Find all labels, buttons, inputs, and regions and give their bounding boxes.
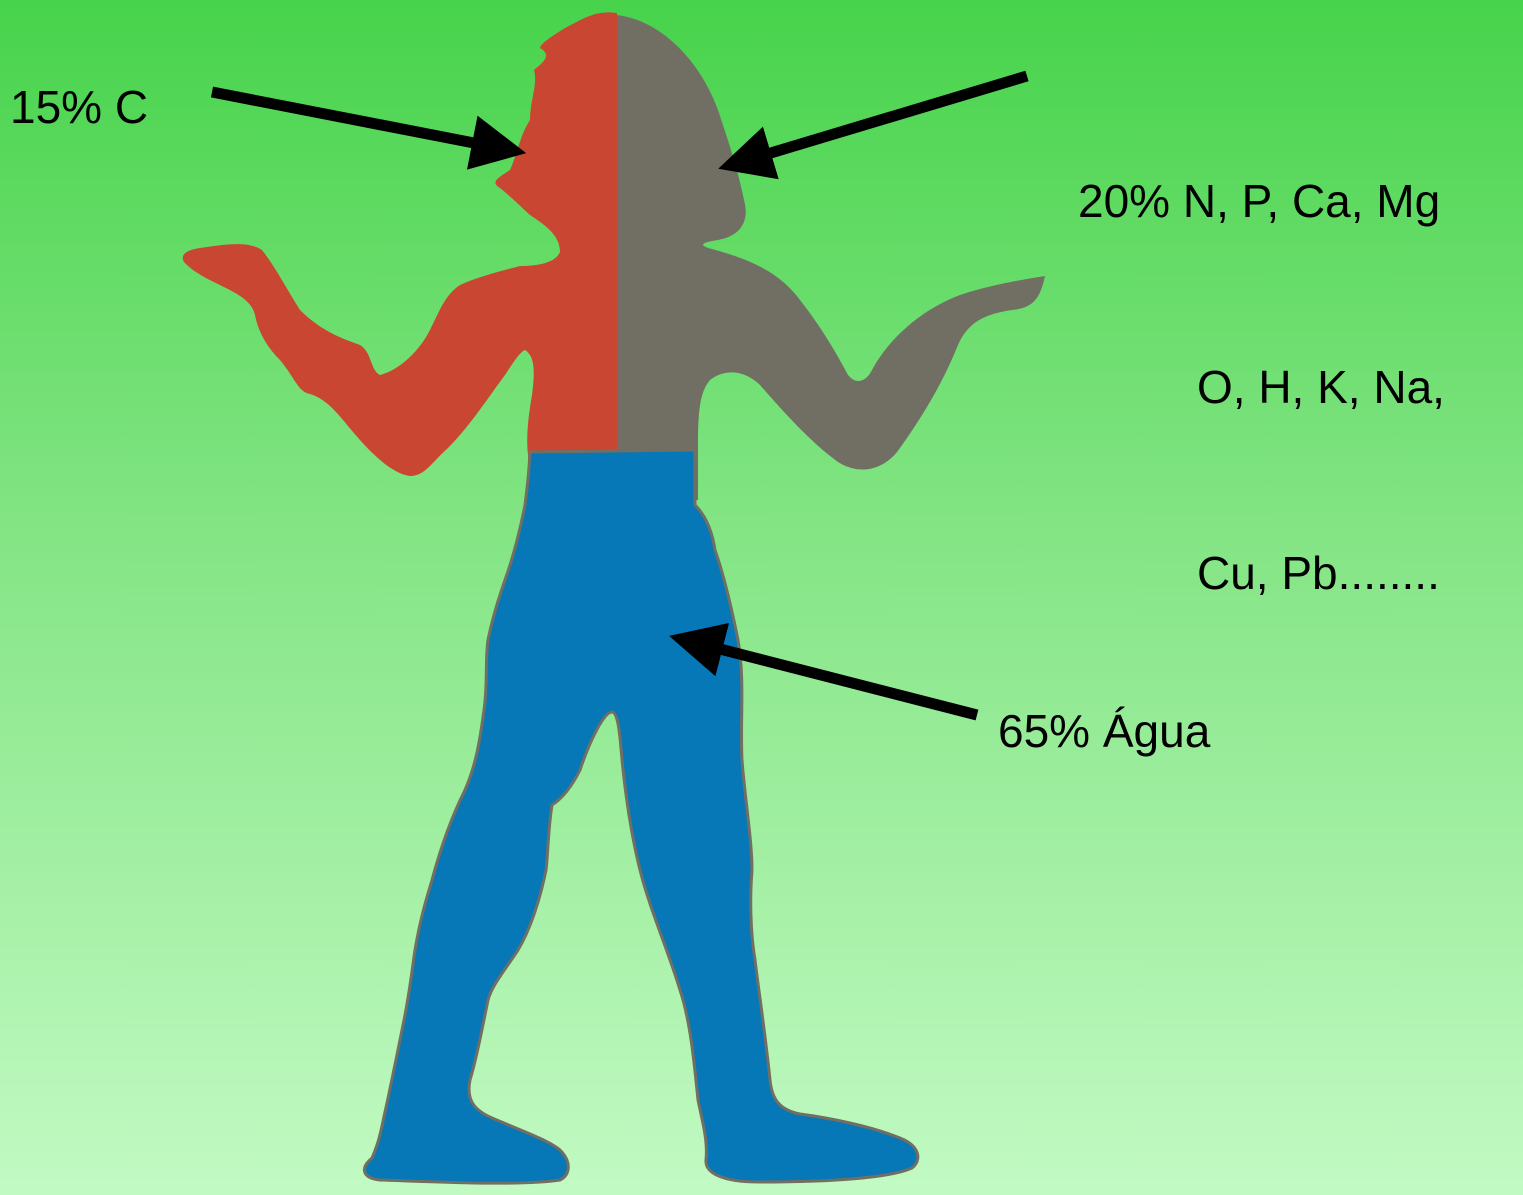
other-elements-line-1: 20% N, P, Ca, Mg: [1078, 170, 1445, 232]
carbon-arrow: [212, 92, 510, 150]
other-elements-line-3: Cu, Pb........: [1078, 542, 1445, 604]
water-region: [364, 450, 917, 1183]
water-label: 65% Água: [998, 700, 1210, 762]
carbon-label: 15% C: [10, 76, 148, 138]
carbon-region: [183, 12, 617, 500]
other-elements-label: 20% N, P, Ca, Mg O, H, K, Na, Cu, Pb....…: [1078, 46, 1445, 666]
other-elements-line-2: O, H, K, Na,: [1078, 356, 1445, 418]
others-arrow: [734, 76, 1027, 164]
